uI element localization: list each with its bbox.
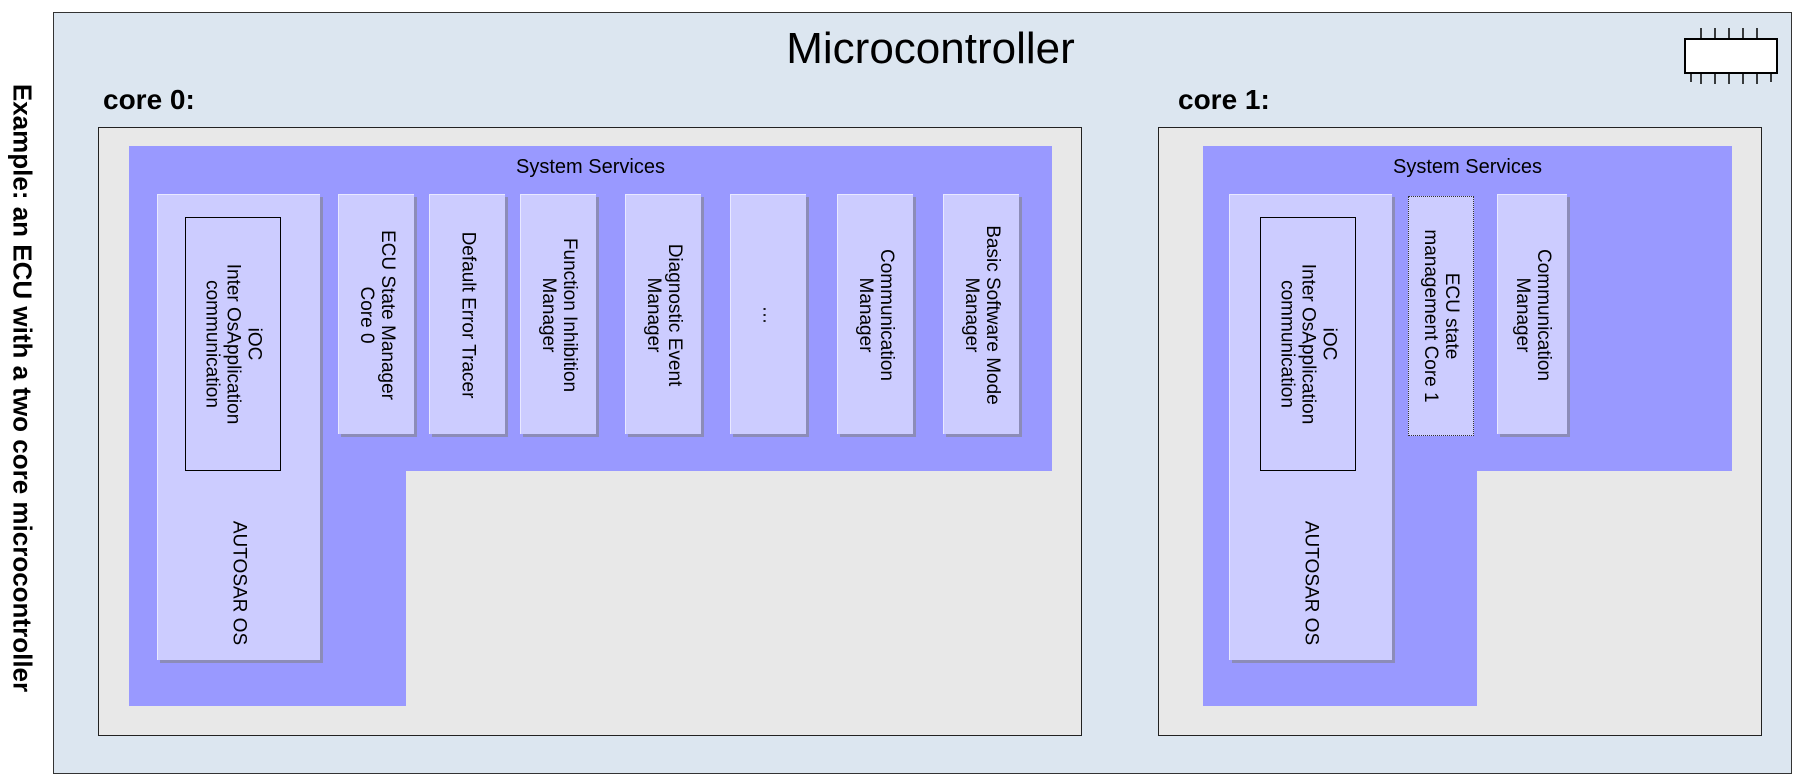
core0-module-diagnostic-event-manager: Diagnostic Event Manager [625,194,701,434]
core1-ioc-label: iOC Inter OsApplication communication [1276,263,1340,425]
core0-module-communication-manager: Communication Manager [837,194,913,434]
core1-ioc: iOC Inter OsApplication communication [1260,217,1356,471]
core0-ioc: iOC Inter OsApplication communication [185,217,281,471]
core1-module-ecu-state-management-label: ECU state management Core 1 [1420,229,1462,403]
core0-module-function-inhibition-manager-label: Function Inhibition Manager [537,237,580,392]
core0-module-bswm: Basic Software Mode Manager [943,194,1019,434]
side-title-text: Example: an ECU with a two core microcon… [7,83,38,693]
core1-autosar-os-label: AUTOSAR OS [1300,520,1322,646]
core0-module-ecu-state-manager: ECU State Manager Core 0 [338,194,414,434]
core0-module-default-error-tracer-label: Default Error Tracer [457,231,478,398]
core1-module-communication-manager-label: Communication Manager [1511,248,1554,381]
microcontroller-title: Microcontroller [786,24,1075,73]
core0-module-bswm-label: Basic Software Mode Manager [960,224,1003,405]
core0-ioc-label: iOC Inter OsApplication communication [201,263,265,425]
core0-module-ellipsis-label: … [758,305,779,324]
core1-label: core 1: [1178,84,1270,115]
chip-icon [1683,24,1781,86]
side-title: Example: an ECU with a two core microcon… [0,0,44,776]
core0-autosar-os-label: AUTOSAR OS [228,520,250,646]
core1-module-ecu-state-management: ECU state management Core 1 [1408,196,1474,436]
core0-services-title: System Services [516,156,665,178]
core1-services-title: System Services [1393,156,1542,178]
core0-module-communication-manager-label: Communication Manager [854,248,897,381]
core0-module-diagnostic-event-manager-label: Diagnostic Event Manager [642,243,685,386]
core0-label: core 0: [103,84,195,115]
core0-module-function-inhibition-manager: Function Inhibition Manager [520,194,596,434]
core0-module-ellipsis: … [730,194,806,434]
core0-module-default-error-tracer: Default Error Tracer [429,194,505,434]
core1-module-communication-manager: Communication Manager [1497,194,1567,434]
core0-module-ecu-state-manager-label: ECU State Manager Core 0 [355,229,398,400]
